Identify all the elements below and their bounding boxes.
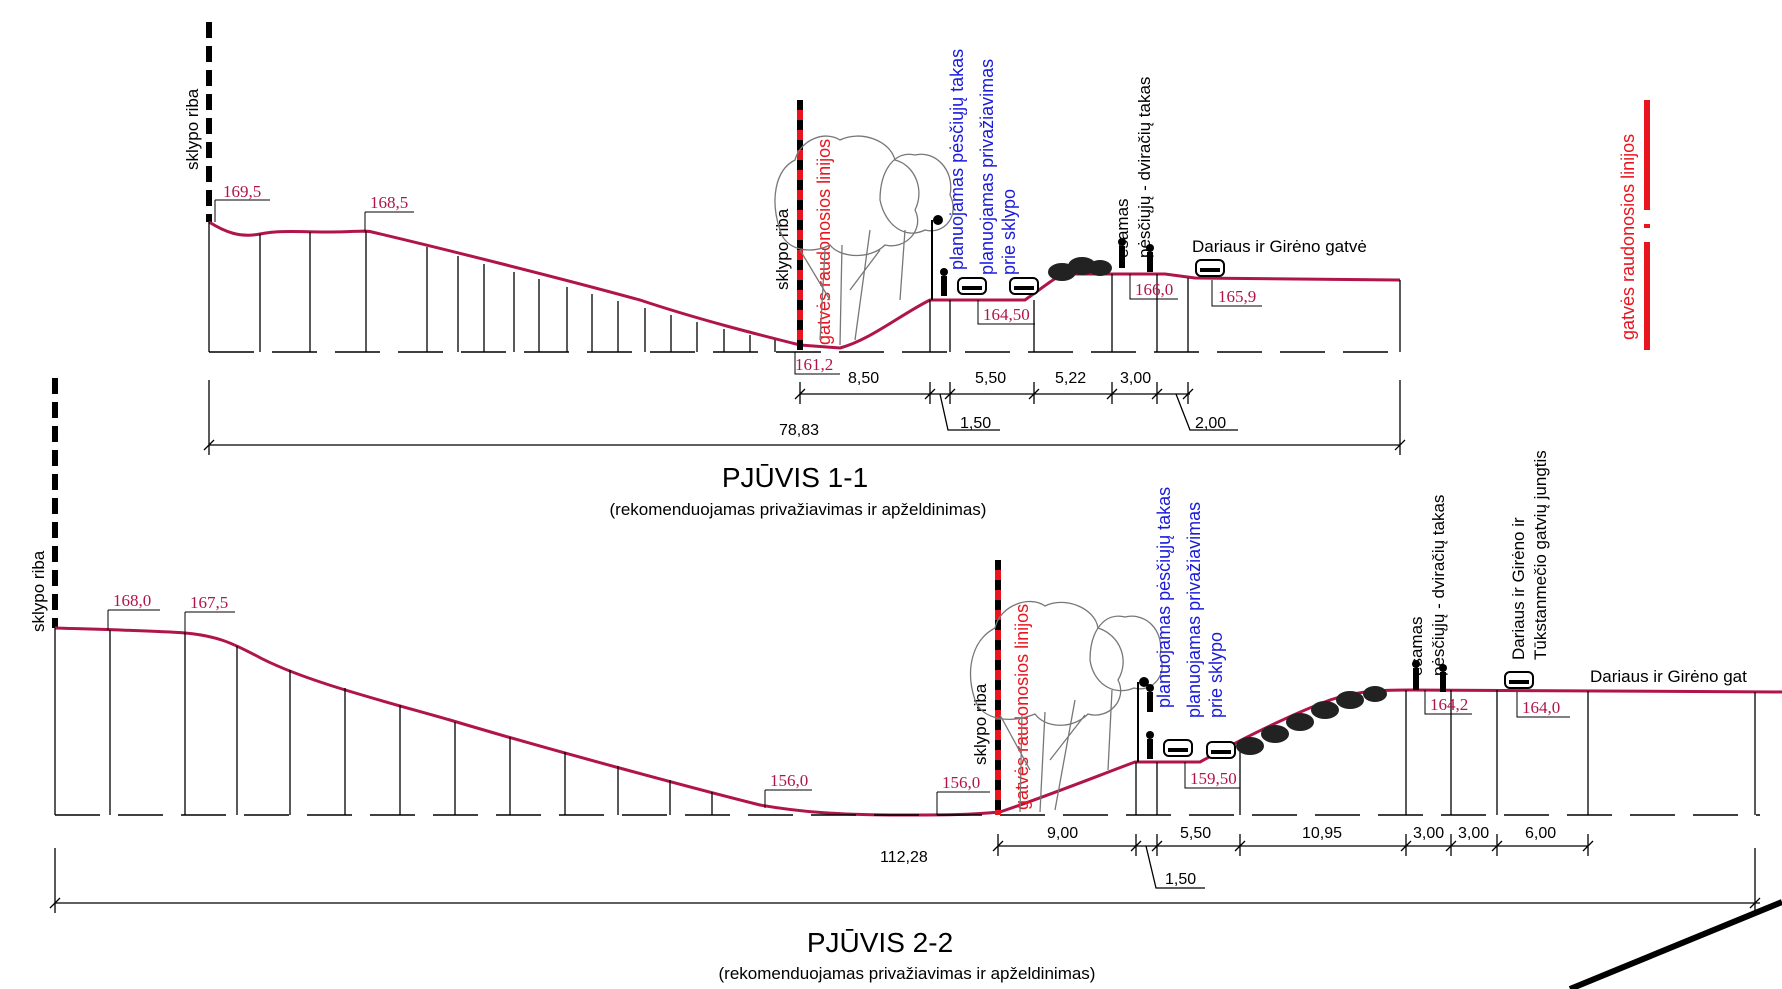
elevation-2: 168,5 (370, 193, 408, 212)
planned-walkway-label-2: planuojamas pėsčiųjų takas (1154, 487, 1174, 708)
elevation-2-5: 159,50 (1190, 769, 1237, 788)
plot-boundary-label-2: sklypo riba (773, 208, 792, 290)
elevation-marks-2: 168,0 167,5 156,0 156,0 159,50 164,2 164… (107, 591, 1570, 815)
section-title-2: PJŪVIS 2-2 (807, 927, 953, 958)
planned-walkway-label: planuojamas pėsčiųjų takas (947, 49, 967, 270)
total-length: 78,83 (779, 422, 819, 439)
car-icon (957, 259, 1225, 295)
section-2-2: sklypo riba skly (29, 378, 1782, 983)
terrain-profile (208, 220, 1401, 350)
red-line-label: gatvės raudonosios linijos (814, 139, 834, 345)
dim-2-1: 9,00 (1047, 825, 1078, 842)
dim-2-7: 1,50 (1165, 871, 1196, 888)
street-label-2: Dariaus ir Girėno gat (1590, 667, 1747, 686)
total-dimension-line-2 (49, 848, 1761, 913)
lamp-post-icon (931, 215, 943, 300)
tree-icon (774, 135, 954, 346)
red-line-label-2: gatvės raudonosios linijos (1012, 604, 1032, 810)
section-1-1: sklypo riba (183, 22, 1650, 519)
elevation-2-1: 168,0 (113, 591, 151, 610)
section-title: PJŪVIS 1-1 (722, 462, 868, 493)
dim-2-6: 6,00 (1525, 825, 1556, 842)
ordinate-lines-2 (54, 628, 1756, 815)
elevation-2-3: 156,0 (770, 771, 808, 790)
car-icon-2 (1163, 671, 1534, 759)
side-red-line-label: gatvės raudonosios linijos (1618, 134, 1638, 340)
elevation-marks: 169,5 168,5 161,2 164,50 166,0 165,9 (214, 182, 1262, 375)
ordinate-lines (208, 222, 1401, 352)
elevation-3: 161,2 (795, 355, 833, 374)
dim-2: 5,50 (975, 370, 1006, 387)
total-dimension-line (203, 380, 1406, 455)
elevation-2-2: 167,5 (190, 593, 228, 612)
dimension-line-segments-2 (992, 834, 1594, 889)
dim-2-4: 3,00 (1413, 825, 1444, 842)
shrub-icon (1048, 257, 1112, 281)
dim-2-3: 10,95 (1302, 825, 1342, 842)
plot-boundary-label-3: sklypo riba (29, 550, 48, 632)
section-subtitle: (rekomenduojamas privažiavimas ir apželd… (610, 500, 987, 519)
elevation-2-4: 156,0 (942, 773, 980, 792)
pedestrian-icon (940, 238, 1154, 296)
dim-5: 1,50 (960, 415, 991, 432)
dim-1: 8,50 (848, 370, 879, 387)
total-length-2: 112,28 (880, 849, 928, 866)
pedestrian-icon-2 (1146, 660, 1447, 759)
shrub-icon-2 (1236, 686, 1387, 755)
tree-icon-2 (969, 601, 1163, 813)
elevation-6: 165,9 (1218, 287, 1256, 306)
dim-4: 3,00 (1120, 370, 1151, 387)
street-label: Dariaus ir Girėno gatvė (1192, 237, 1367, 256)
elevation-5: 166,0 (1135, 280, 1173, 299)
elevation-1: 169,5 (223, 182, 261, 201)
dim-2-2: 5,50 (1180, 825, 1211, 842)
dim-6: 2,00 (1195, 415, 1226, 432)
dim-2-5: 3,00 (1458, 825, 1489, 842)
dimension-line-segments (794, 382, 1238, 431)
plot-boundary-label: sklypo riba (183, 88, 202, 170)
diagonal-edge-line (1568, 899, 1782, 989)
lamp-post-icon-2 (1137, 677, 1149, 762)
plot-boundary-label-4: sklypo riba (971, 683, 990, 765)
elevation-2-7: 164,0 (1522, 698, 1560, 717)
dim-3: 5,22 (1055, 370, 1086, 387)
section-subtitle-2: (rekomenduojamas privažiavimas ir apželd… (719, 964, 1096, 983)
terrain-profile-2 (54, 626, 1782, 817)
elevation-4: 164,50 (983, 305, 1030, 324)
elevation-2-6: 164,2 (1430, 695, 1468, 714)
